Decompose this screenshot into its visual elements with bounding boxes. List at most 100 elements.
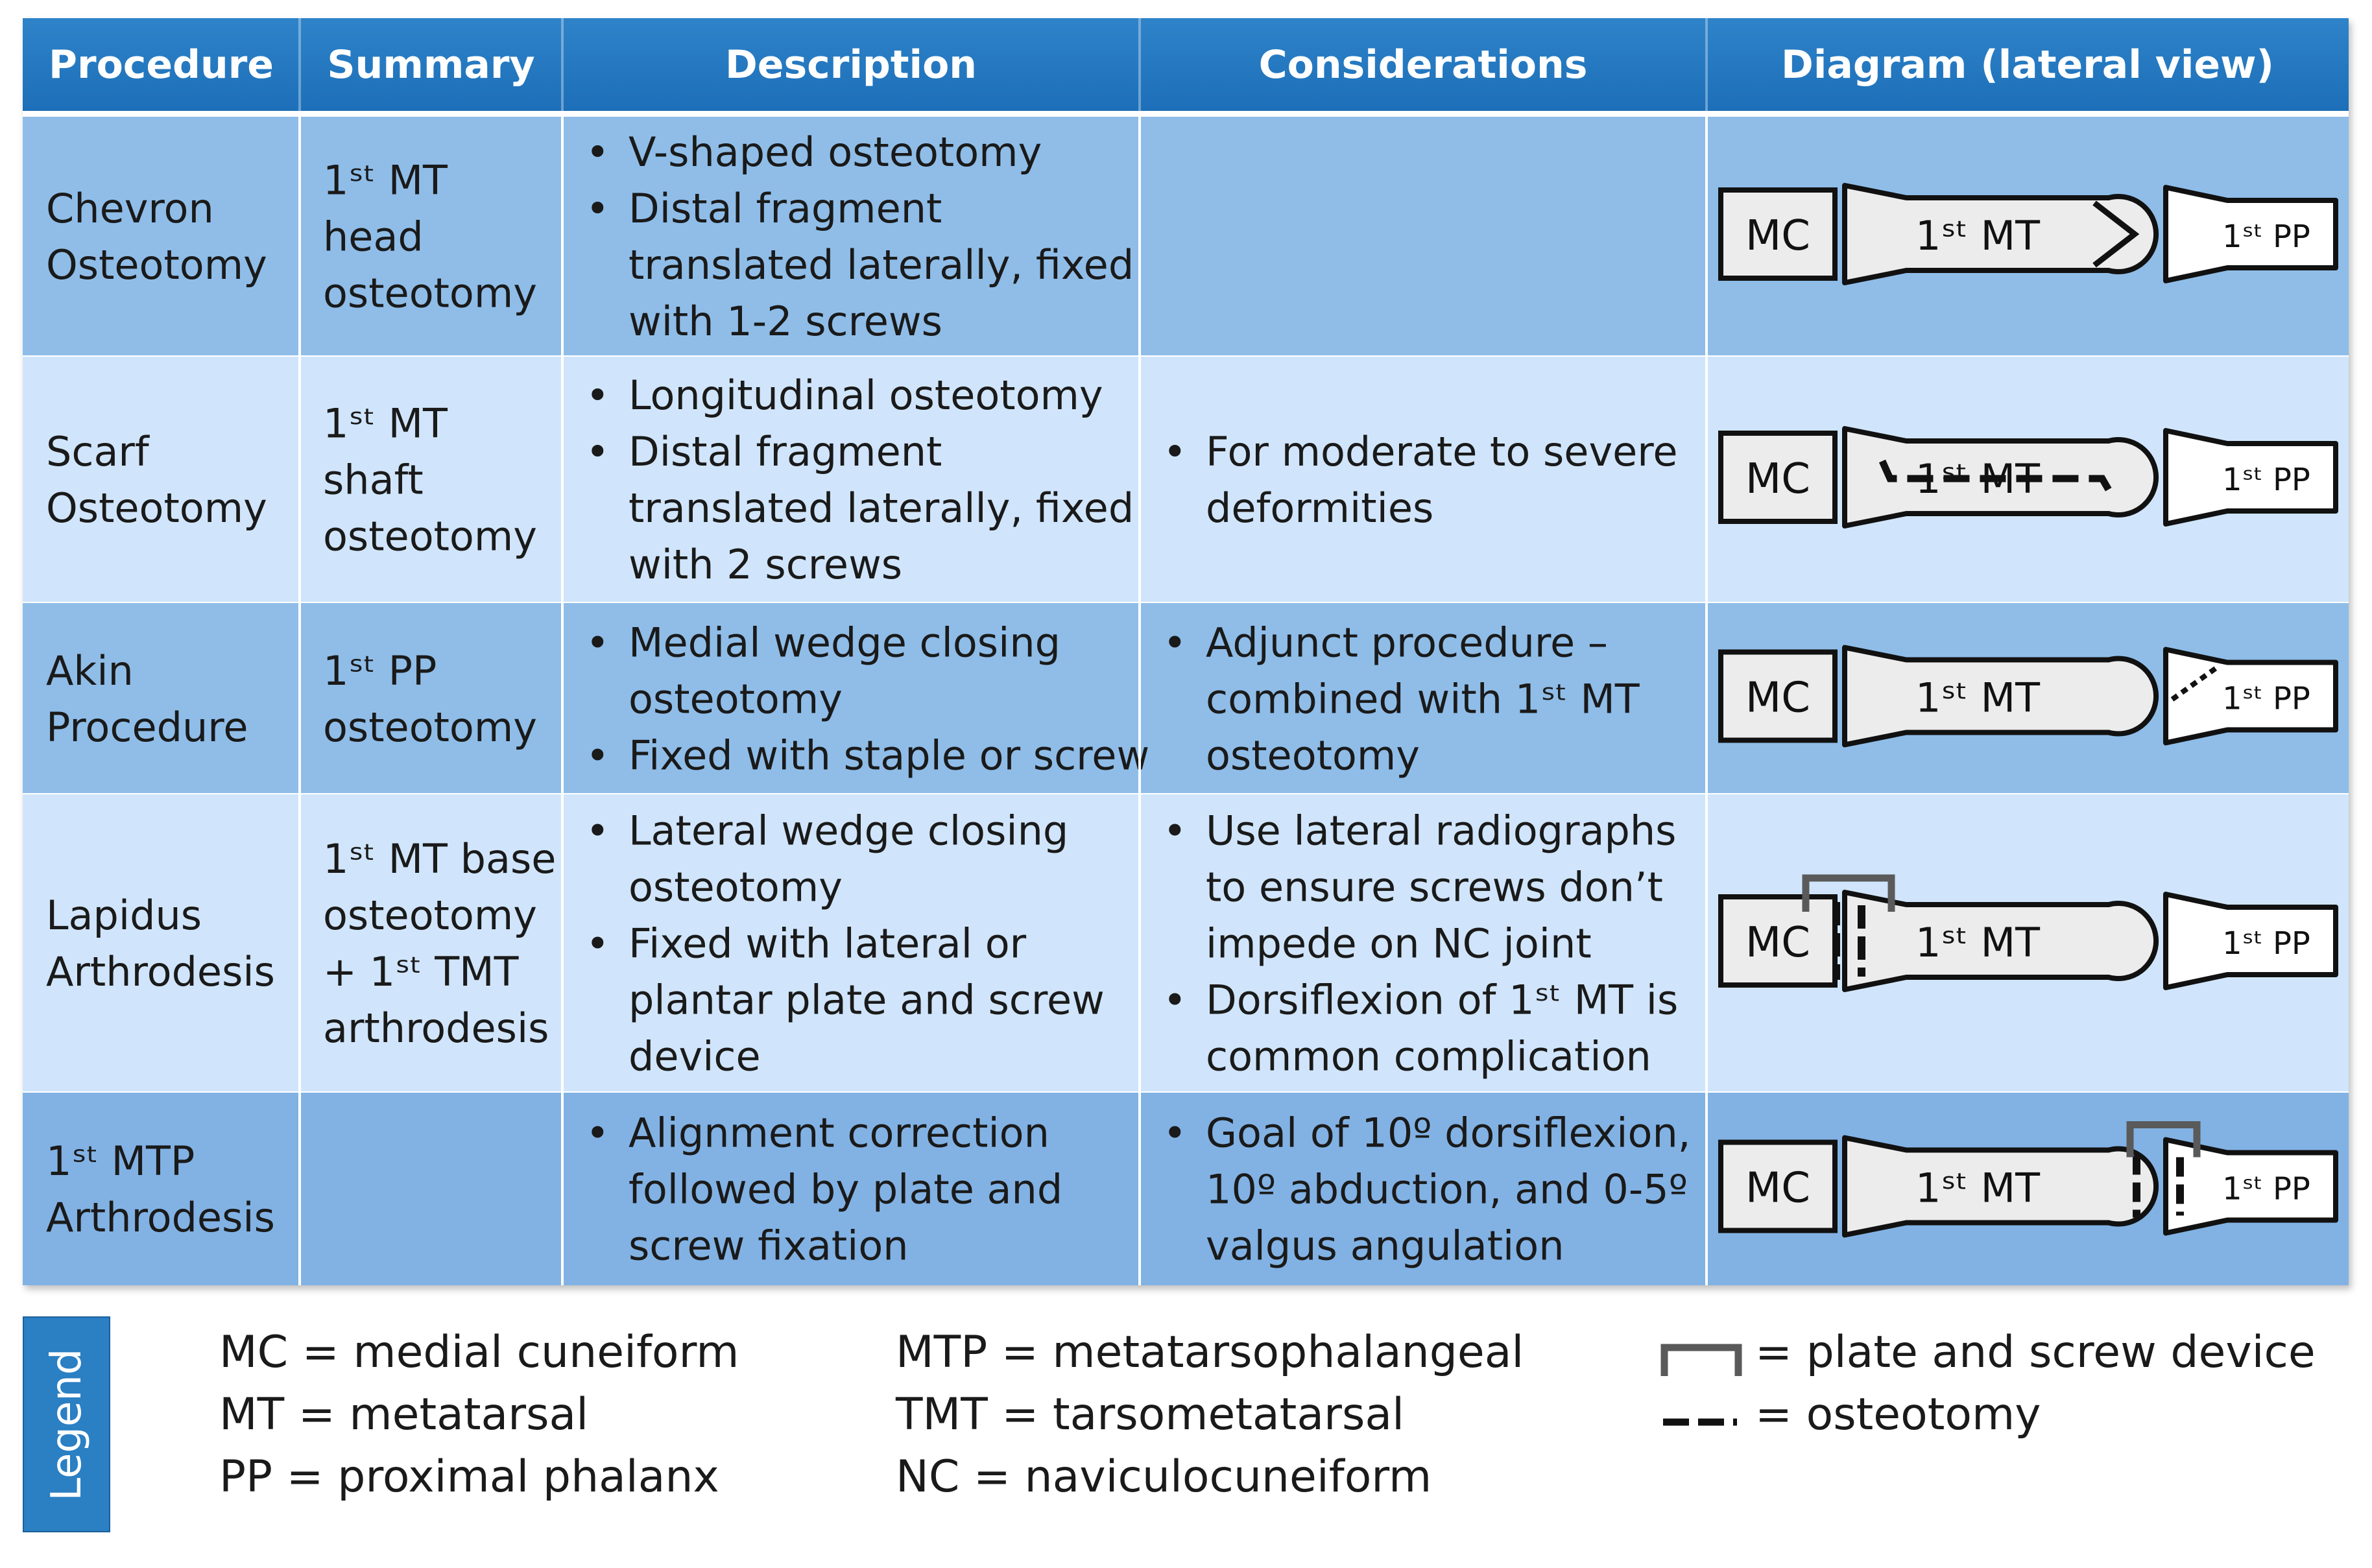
legend-entry-plate: = plate and screw device	[1755, 1327, 2316, 1378]
text-line: shaft	[323, 456, 424, 504]
column-divider	[298, 1093, 301, 1285]
text-line: Alignment correction	[629, 1109, 1049, 1156]
text-line: 1ˢᵗ MT	[323, 156, 448, 204]
scarf-osteotomy-mark	[1878, 459, 2115, 497]
column-divider	[1138, 794, 1141, 1093]
proximal-phalanx-shape	[2163, 428, 2338, 527]
bullet-item: V-shaped osteotomy	[562, 124, 1140, 180]
considerations-cell: Adjunct procedure –combined with 1ˢᵗ MTo…	[1140, 603, 1707, 794]
legend-entry-osteotomy: = osteotomy	[1755, 1389, 2041, 1440]
bullet-list: Adjunct procedure –combined with 1ˢᵗ MTo…	[1140, 614, 1707, 783]
bullet-item: Distal fragment translated laterally, fix…	[562, 180, 1140, 350]
text-line: osteotomy	[323, 703, 537, 751]
bullet-list: Longitudinal osteotomyDistal fragmenttra…	[562, 367, 1140, 593]
metatarsal-shape	[1842, 890, 2159, 992]
column-divider	[1705, 18, 1708, 111]
column-divider	[298, 117, 301, 357]
legend-column-2: MTP = metatarsophalangeal TMT = tarsomet…	[896, 1322, 1524, 1508]
description-cell: V-shaped osteotomyDistal fragment transla…	[562, 117, 1140, 357]
legend-title: Legend	[42, 1348, 91, 1501]
mc-block	[1718, 649, 1838, 743]
text-line: osteotomy	[323, 512, 537, 560]
metatarsal-shape	[1842, 645, 2159, 748]
text-line: 1ˢᵗ MTP	[46, 1137, 195, 1185]
column-divider	[1705, 1093, 1708, 1285]
legend-entry-mtp: MTP = metatarsophalangeal	[896, 1327, 1524, 1378]
text-line: osteotomy	[629, 675, 843, 722]
text-line: Osteotomy	[46, 241, 267, 289]
mc-block	[1718, 1139, 1838, 1233]
mt-label: 1ˢᵗ MT	[1915, 919, 2041, 966]
text-line: translated laterally, fixed	[629, 241, 1134, 289]
bullet-item: Goal of 10º dorsiflexion,10º abduction, …	[1140, 1104, 1707, 1274]
pp-label: 1ˢᵗ PP	[2222, 219, 2310, 255]
mc-label: MC	[1745, 919, 1810, 967]
text-line: Adjunct procedure –	[1206, 619, 1608, 666]
considerations-cell	[1140, 117, 1707, 357]
column-divider	[1138, 603, 1141, 794]
procedure-cell: 1ˢᵗ MTP Arthrodesis	[23, 1093, 300, 1285]
legend-column-1: MC = medial cuneiform MT = metatarsal PP…	[219, 1322, 739, 1508]
text-line: deformities	[1206, 484, 1434, 532]
text-line: V-shaped osteotomy	[629, 128, 1042, 176]
text-line: impede on NC joint	[1206, 920, 1592, 968]
legend-symbols	[1660, 1344, 1742, 1426]
text-line: head	[323, 213, 424, 261]
text-line: Arthrodesis	[46, 1193, 275, 1241]
text-line: Osteotomy	[46, 484, 267, 532]
column-divider	[561, 117, 564, 357]
text-line: common complication	[1206, 1032, 1651, 1080]
considerations-cell: Goal of 10º dorsiflexion,10º abduction, …	[1140, 1093, 1707, 1285]
mc-label: MC	[1745, 212, 1810, 260]
column-divider	[561, 603, 564, 794]
column-divider	[561, 18, 564, 111]
description-cell: Medial wedge closing osteotomyFixed with …	[562, 603, 1149, 794]
text-line: Medial wedge closing	[629, 619, 1060, 666]
mc-label: MC	[1745, 455, 1810, 503]
mc-block	[1718, 431, 1838, 524]
proximal-phalanx-shape	[2163, 647, 2338, 746]
legend-entry-nc: NC = naviculocuneiform	[896, 1451, 1432, 1503]
text-line: with 1-2 screws	[629, 298, 942, 345]
column-divider	[1138, 117, 1141, 357]
column-divider	[1138, 1093, 1141, 1285]
column-divider	[1705, 357, 1708, 603]
bullet-list: Goal of 10º dorsiflexion,10º abduction, …	[1140, 1104, 1707, 1274]
header-divider	[23, 111, 2349, 117]
legend-entry-mt: MT = metatarsal	[219, 1389, 589, 1440]
bullet-list: Medial wedge closing osteotomyFixed with …	[562, 614, 1149, 783]
bullet-item: Medial wedge closing osteotomy	[562, 614, 1140, 727]
text-line: Use lateral radiographs	[1206, 807, 1677, 855]
text-line: Distal fragment	[629, 185, 942, 232]
chevron-osteotomy-mark	[2092, 200, 2140, 268]
text-line: Lateral wedge closing	[629, 807, 1069, 855]
legend-entry-pp: PP = proximal phalanx	[219, 1451, 719, 1503]
table-row: 1ˢᵗ MTP Arthrodesis Alignment correctionfo…	[23, 1093, 2349, 1285]
bullet-item: Fixed with staple or screw	[562, 727, 1149, 783]
text-line: osteotomy	[1206, 731, 1420, 779]
text-line: screw fixation	[629, 1222, 909, 1269]
text-line: device	[629, 1032, 761, 1080]
column-divider	[1705, 603, 1708, 794]
column-divider	[1705, 794, 1708, 1093]
